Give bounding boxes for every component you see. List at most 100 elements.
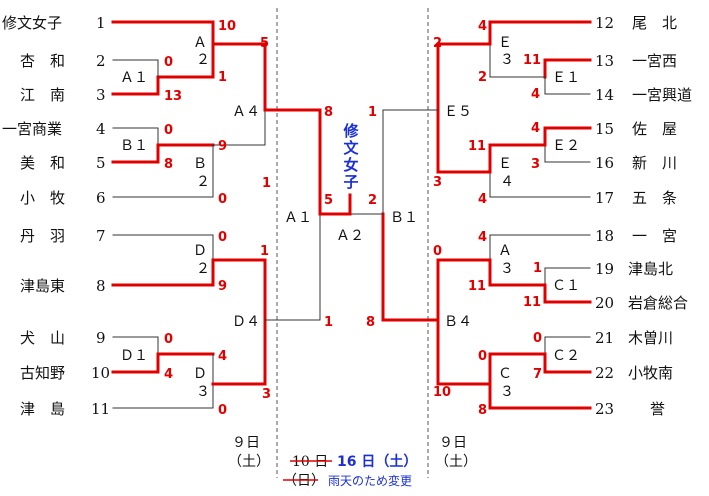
team-seed: 1 (96, 14, 106, 32)
team-name: 一 宮 (632, 227, 677, 245)
team-seed: 16 (595, 154, 614, 172)
day-weekday: （土） (435, 454, 477, 470)
match-label: Ｂ (193, 156, 207, 172)
team-name: 五 条 (632, 189, 677, 207)
day-date: ９日 (232, 435, 260, 451)
score: 0 (478, 349, 487, 364)
match-label: Ｅ (498, 35, 512, 51)
match-label: Ｃ１ (552, 278, 580, 294)
right-bracket-lines (351, 20, 592, 410)
match-label: Ａ１ (120, 70, 148, 86)
score: 9 (218, 279, 227, 294)
team-seed: 5 (96, 154, 106, 172)
match-label: Ｅ (498, 156, 512, 172)
match-labels: Ａ ２ Ａ１ Ａ４ Ｂ１ Ｂ ２ Ｄ ２ Ｄ４ Ｄ１ Ｄ ３ Ａ１ Ａ２ Ｂ１ … (120, 35, 580, 400)
score: 8 (478, 403, 487, 418)
team-seed: 17 (595, 189, 614, 207)
score: 11 (523, 295, 541, 310)
day-date: ９日 (439, 435, 467, 451)
left-scores: 10 0 13 1 5 0 8 9 1 0 0 1 9 0 4 4 0 3 1 … (164, 19, 333, 418)
match-label: Ｄ (193, 366, 207, 382)
match-label: ２ (196, 261, 210, 277)
team-name: 一宮興道 (632, 86, 692, 104)
score: 3 (531, 157, 540, 172)
score: 13 (164, 89, 182, 104)
team-name: 津 島 (20, 400, 65, 418)
team-name: 誉 (650, 400, 665, 418)
match-label: Ｃ２ (552, 348, 580, 364)
score: 3 (433, 175, 442, 190)
old-weekday: （日） (283, 473, 325, 489)
score: 0 (218, 230, 227, 245)
team-seed: 2 (96, 52, 106, 70)
score: 5 (324, 193, 333, 208)
team-name: 岩倉総合 (628, 294, 688, 312)
match-label: Ａ４ (232, 104, 260, 120)
score: 4 (478, 19, 487, 34)
score: 1 (218, 70, 227, 85)
match-label: Ｅ１ (552, 70, 580, 86)
team-name: 尾 北 (632, 14, 677, 32)
match-label: ３ (196, 384, 210, 400)
score: 2 (433, 36, 442, 51)
match-label: Ｄ (193, 243, 207, 259)
right-teams: 12 尾 北 13 一宮西 14 一宮興道 15 佐 屋 16 新 川 17 五… (595, 14, 692, 418)
score: 8 (324, 105, 333, 120)
left-day: ９日 （土） (228, 435, 270, 470)
team-name: 新 川 (632, 154, 677, 172)
match-label: ３ (500, 384, 514, 400)
match-label: ２ (196, 174, 210, 190)
rain-note: 雨天のため変更 (328, 473, 412, 488)
score: 11 (468, 279, 486, 294)
team-seed: 21 (595, 329, 614, 347)
score: 0 (533, 331, 542, 346)
score: 2 (368, 193, 377, 208)
team-seed: 11 (91, 400, 110, 418)
score: 8 (164, 157, 173, 172)
match-label: Ｅ５ (444, 104, 472, 120)
right-day: ９日 （土） (435, 435, 477, 470)
score: 1 (533, 261, 542, 276)
team-name: 小 牧 (20, 189, 65, 207)
new-date: 16 日（土） (337, 453, 417, 470)
right-scores: 1 2 8 4 2 11 4 2 4 3 11 3 4 4 11 1 11 0 … (366, 19, 542, 418)
score: 1 (368, 105, 377, 120)
match-label: ２ (196, 52, 210, 68)
team-seed: 7 (96, 227, 106, 245)
team-seed: 20 (595, 294, 614, 312)
team-seed: 19 (595, 260, 614, 278)
score: 4 (478, 192, 487, 207)
team-seed: 10 (91, 364, 110, 382)
team-seed: 15 (595, 120, 614, 138)
center-day: 10 日 16 日（土） （日） 雨天のため変更 (283, 453, 417, 489)
champion: 修 文 女 子 (342, 122, 359, 191)
match-label: Ｂ４ (444, 314, 472, 330)
match-label: Ｅ２ (552, 138, 580, 154)
score: 0 (218, 192, 227, 207)
team-name: 犬 山 (20, 329, 65, 347)
team-name: 一宮西 (632, 52, 677, 70)
team-name: 江 南 (20, 86, 65, 104)
team-seed: 4 (96, 120, 106, 138)
old-date: 10 日 (292, 454, 328, 470)
match-label: Ａ１ (284, 210, 312, 226)
team-seed: 6 (96, 189, 106, 207)
team-seed: 12 (595, 14, 614, 32)
score: 11 (523, 53, 541, 68)
score: 1 (324, 315, 333, 330)
team-name: 木曽川 (628, 329, 673, 347)
score: 1 (262, 176, 271, 191)
champion-char: 女 (343, 156, 358, 174)
match-label: Ｂ１ (390, 210, 418, 226)
team-seed: 13 (595, 52, 614, 70)
score: 10 (433, 385, 451, 400)
team-seed: 23 (595, 400, 614, 418)
team-name: 津島北 (628, 260, 673, 278)
score: 8 (366, 315, 375, 330)
team-name: 佐 屋 (632, 120, 677, 138)
team-name: 津島東 (20, 277, 65, 295)
score: 7 (533, 367, 542, 382)
score: 10 (218, 19, 236, 34)
left-bracket-lines (111, 20, 352, 409)
